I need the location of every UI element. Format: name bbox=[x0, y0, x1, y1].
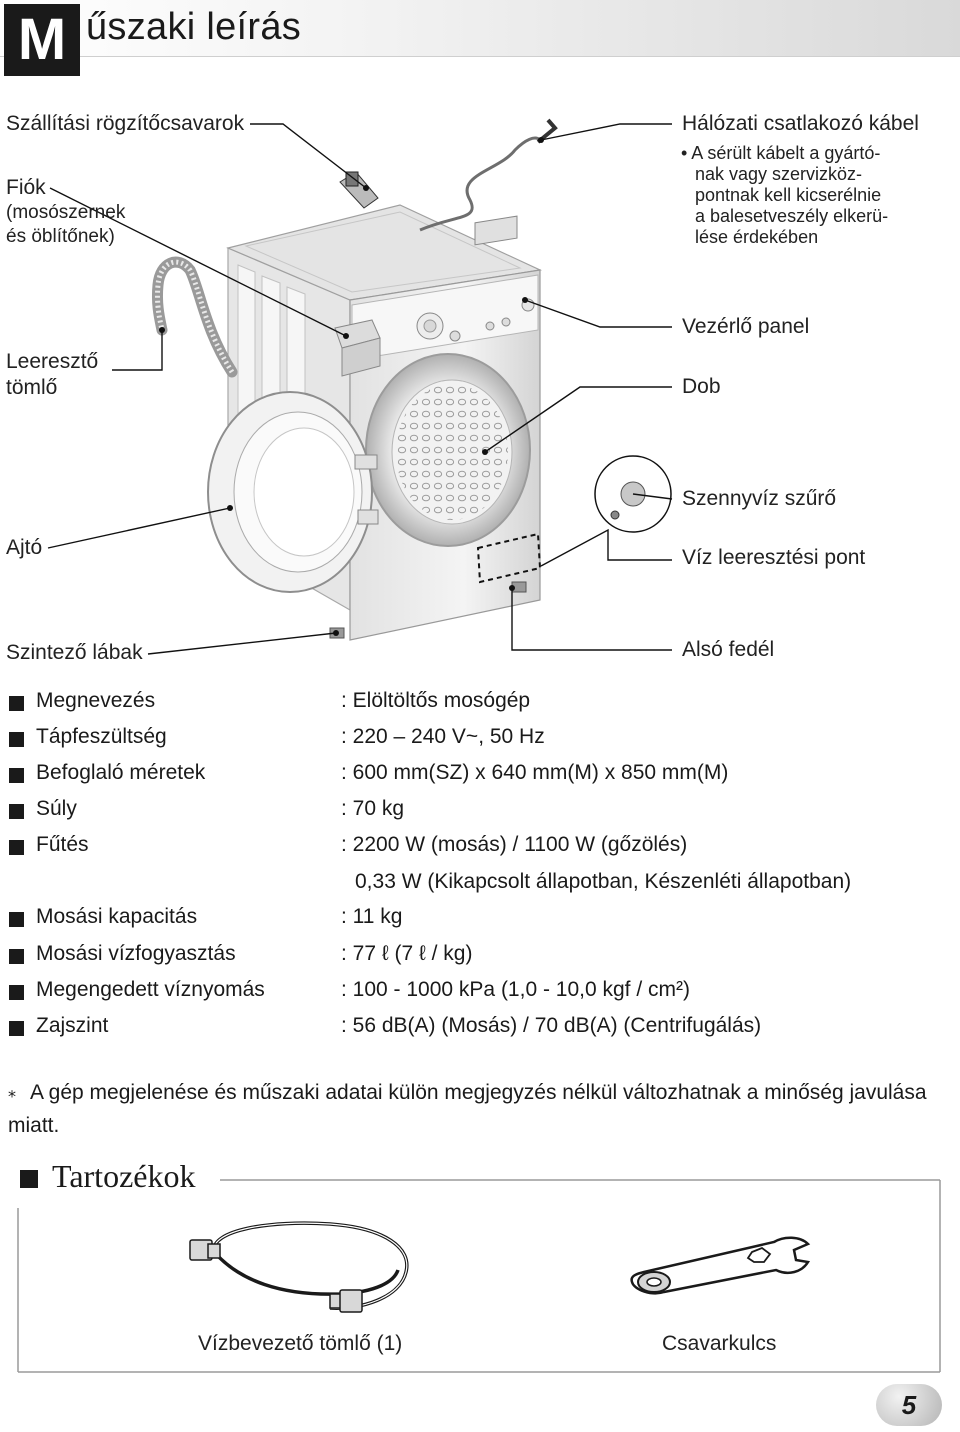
wrench-icon bbox=[630, 1236, 811, 1295]
label-door: Ajtó bbox=[6, 536, 43, 559]
bullet-square bbox=[9, 696, 24, 711]
footnote-text: A gép megjelenése és műszaki adatai külö… bbox=[8, 1081, 927, 1137]
label-lower-cover: Alsó fedél bbox=[682, 638, 775, 661]
header-initial: M bbox=[4, 4, 80, 76]
power-cable-note: • A sérült kábelt a gyártó- nak vagy sze… bbox=[681, 143, 888, 248]
page-title: űszaki leírás bbox=[86, 6, 302, 48]
spec-value: : 2200 W (mosás) / 1100 W (gőzölés) bbox=[341, 833, 688, 856]
label-drawer-sub1: (mosószernek bbox=[6, 202, 126, 223]
spec-row-noise: Zajszint : 56 dB(A) (Mosás) / 70 dB(A) (… bbox=[0, 1014, 960, 1048]
footnote: ⁎A gép megjelenése és műszaki adatai kül… bbox=[8, 1076, 953, 1142]
spec-value: : 56 dB(A) (Mosás) / 70 dB(A) (Centrifug… bbox=[341, 1014, 762, 1037]
label-power-cable: Hálózati csatlakozó kábel bbox=[682, 112, 919, 135]
spec-value: : Elöltöltős mosógép bbox=[341, 689, 531, 712]
spec-row-water-consumption: Mosási vízfogyasztás : 77 ℓ (7 ℓ / kg) bbox=[0, 942, 960, 976]
spec-value: : 600 mm(SZ) x 640 mm(M) x 850 mm(M) bbox=[341, 761, 729, 784]
inlet-hose-icon bbox=[189, 1221, 409, 1313]
door-graphic bbox=[207, 391, 379, 593]
accessory-label-wrench: Csavarkulcs bbox=[662, 1332, 777, 1355]
spec-label: Tápfeszültség bbox=[36, 725, 167, 748]
label-drawer-sub2: és öblítőnek) bbox=[6, 226, 115, 247]
spec-value: : 77 ℓ (7 ℓ / kg) bbox=[341, 942, 473, 965]
spec-standby-power: 0,33 W (Kikapcsolt állapotban, Készenlét… bbox=[355, 870, 852, 893]
spec-row-water-pressure: Megengedett víznyomás : 100 - 1000 kPa (… bbox=[0, 978, 960, 1012]
spec-row-heating: Fűtés : 2200 W (mosás) / 1100 W (gőzölés… bbox=[0, 833, 960, 867]
bullet-square bbox=[9, 840, 24, 855]
label-levelling-feet: Szintező lábak bbox=[6, 641, 143, 664]
bullet-square bbox=[9, 804, 24, 819]
spec-value: : 11 kg bbox=[341, 905, 403, 928]
label-drain-hose-2: tömlő bbox=[6, 376, 58, 399]
spec-label: Súly bbox=[36, 797, 77, 820]
spec-label: Megnevezés bbox=[36, 689, 156, 712]
label-drain-point: Víz leeresztési pont bbox=[682, 546, 866, 569]
leader-lines bbox=[47, 123, 673, 655]
spec-row-capacity: Mosási kapacitás : 11 kg bbox=[0, 905, 960, 939]
power-cable-note-line: a balesetveszély elkerü- bbox=[695, 206, 889, 226]
spec-row-weight: Súly : 70 kg bbox=[0, 797, 960, 831]
control-panel-graphic bbox=[351, 215, 539, 361]
bullet-square bbox=[20, 1170, 38, 1188]
label-transport-bolts: Szállítási rögzítőcsavarok bbox=[6, 112, 245, 135]
bullet-square bbox=[9, 1021, 24, 1036]
power-cable-note-line: nak vagy szervizköz- bbox=[695, 164, 863, 184]
page-number: 5 bbox=[876, 1384, 942, 1426]
label-drum: Dob bbox=[682, 375, 721, 398]
label-control-panel: Vezérlő panel bbox=[682, 315, 810, 338]
power-cable-note-line: • A sérült kábelt a gyártó- bbox=[681, 143, 881, 163]
header-bar bbox=[0, 0, 960, 57]
bullet-square bbox=[9, 985, 24, 1000]
bullet-square bbox=[9, 768, 24, 783]
spec-label: Mosási vízfogyasztás bbox=[36, 942, 236, 965]
leader-dots bbox=[159, 137, 544, 636]
spec-value: : 70 kg bbox=[341, 797, 405, 820]
spec-label: Mosási kapacitás bbox=[36, 905, 198, 928]
label-drawer: Fiók bbox=[6, 176, 46, 199]
detergent-drawer-graphic bbox=[334, 319, 381, 377]
power-cable-graphic bbox=[419, 136, 542, 232]
bullet-square bbox=[9, 732, 24, 747]
spec-value: : 220 – 240 V~, 50 Hz bbox=[341, 725, 545, 748]
power-cable-note-line: pontnak kell kicserélnie bbox=[695, 185, 882, 205]
accessory-label-inlet-hose: Vízbevezető tömlő (1) bbox=[198, 1332, 403, 1355]
bullet-square bbox=[9, 949, 24, 964]
asterisk-icon: ⁎ bbox=[8, 1084, 16, 1101]
spec-label: Zajszint bbox=[36, 1014, 109, 1037]
spec-row-voltage: Tápfeszültség : 220 – 240 V~, 50 Hz bbox=[0, 725, 960, 759]
label-drain-hose-1: Leeresztő bbox=[6, 350, 99, 373]
spec-value: : 100 - 1000 kPa (1,0 - 10,0 kgf / cm²) bbox=[341, 978, 690, 1001]
drum-graphic bbox=[365, 353, 531, 547]
spec-row-model: Megnevezés : Elöltöltős mosógép bbox=[0, 689, 960, 723]
accessories-title: Tartozékok bbox=[52, 1158, 196, 1194]
label-waste-filter: Szennyvíz szűrő bbox=[682, 487, 837, 510]
spec-label: Megengedett víznyomás bbox=[36, 978, 265, 1001]
washing-machine-diagram bbox=[47, 118, 673, 655]
spec-label: Befoglaló méretek bbox=[36, 761, 206, 784]
power-cable-note-line: lése érdekében bbox=[695, 227, 819, 247]
bullet-square bbox=[9, 912, 24, 927]
spec-label: Fűtés bbox=[36, 833, 89, 856]
spec-row-dimensions: Befoglaló méretek : 600 mm(SZ) x 640 mm(… bbox=[0, 761, 960, 795]
